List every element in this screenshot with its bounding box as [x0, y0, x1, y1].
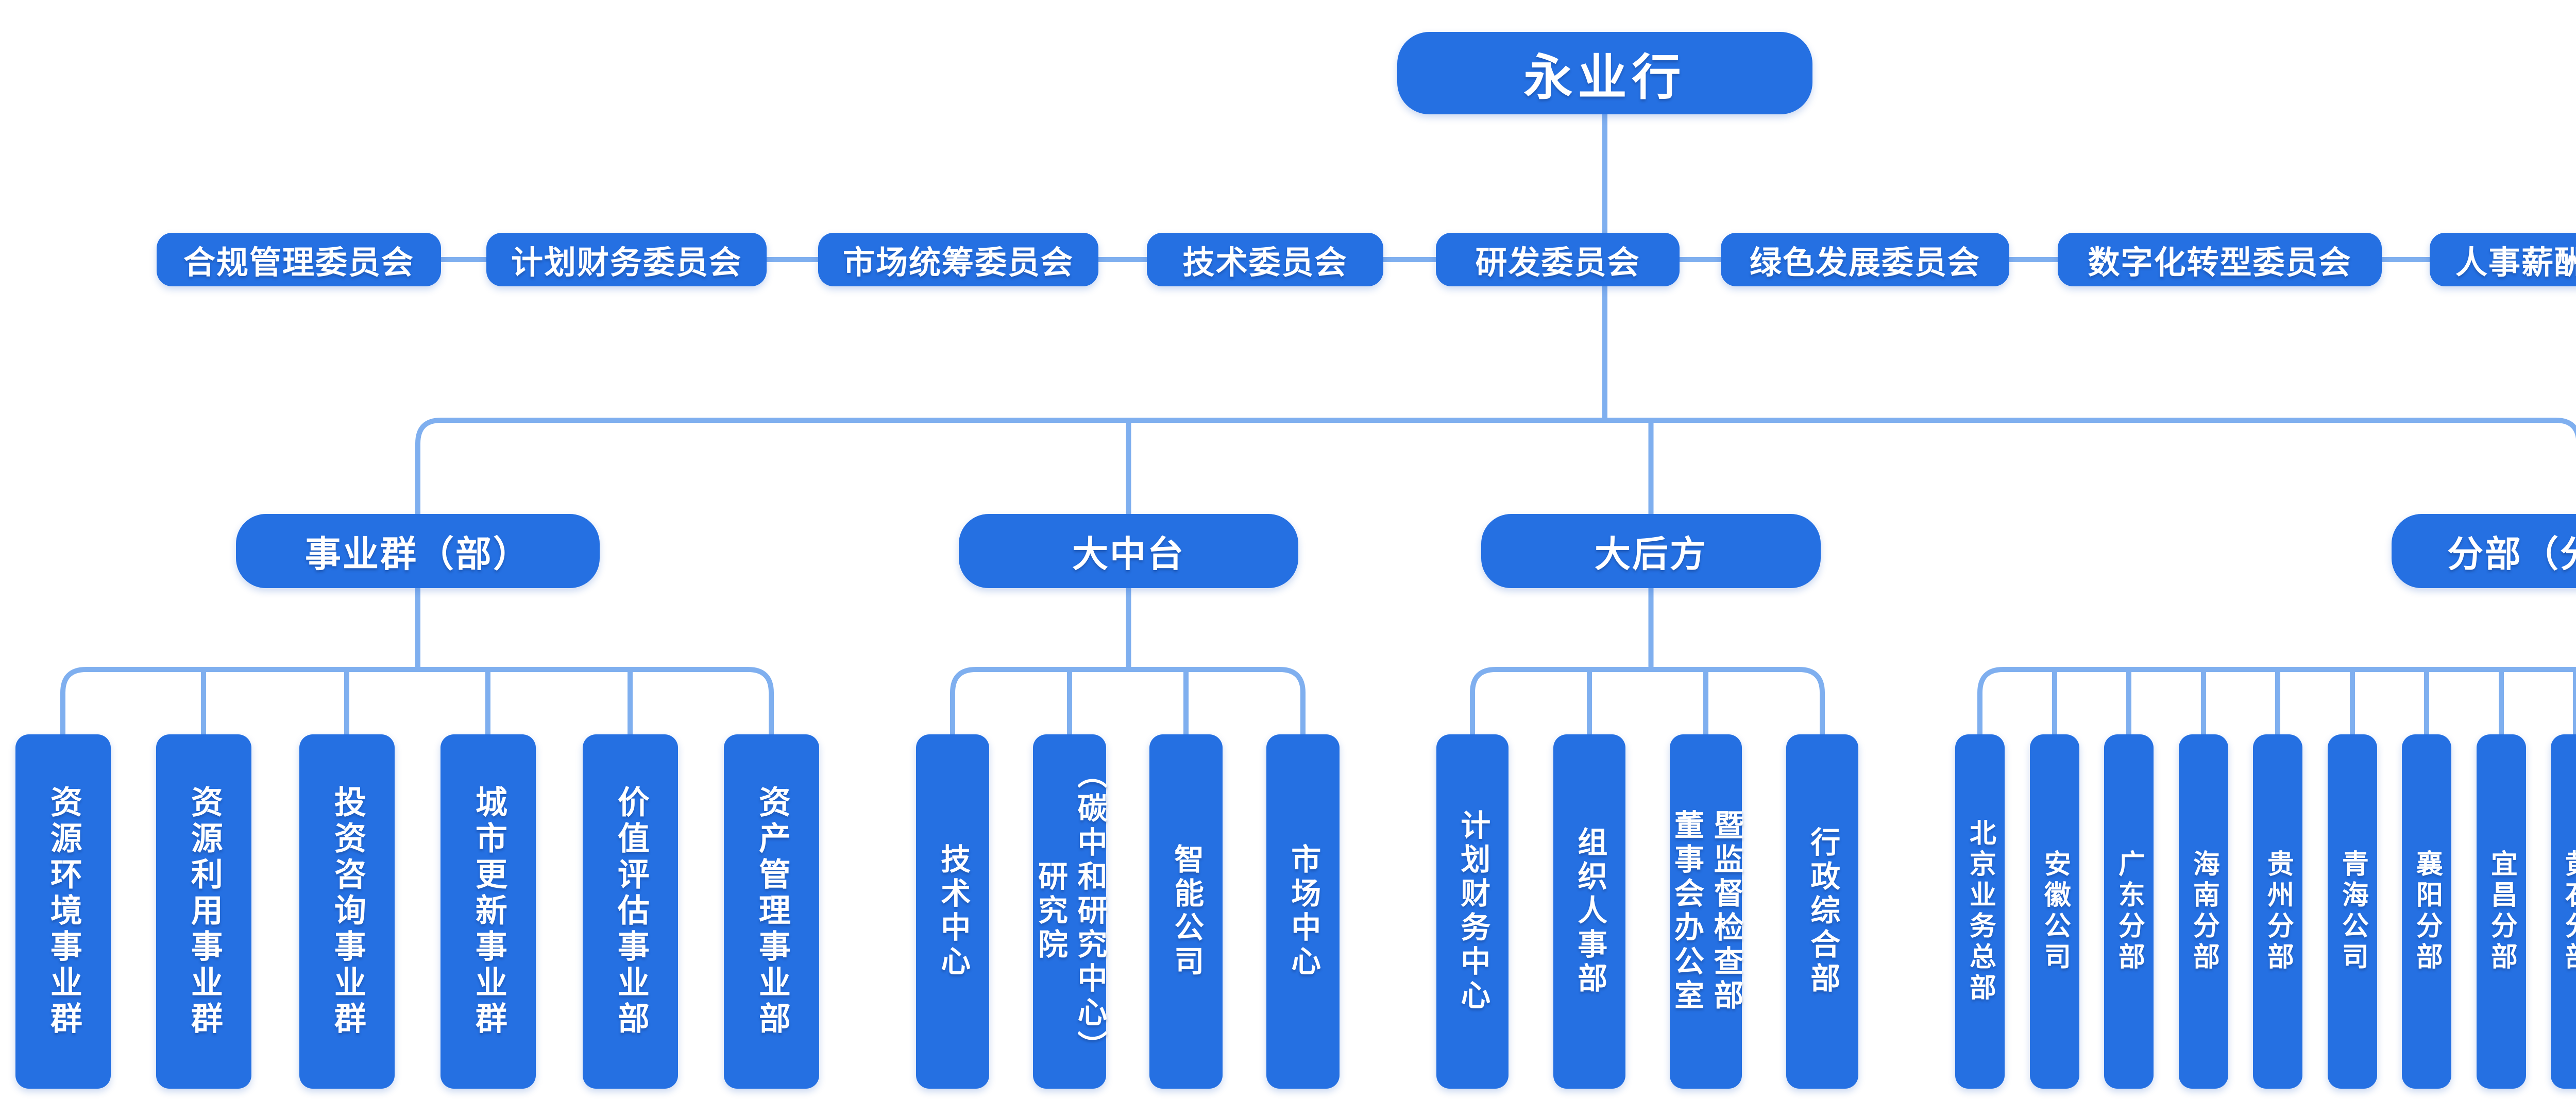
- department-node: 城市更新事业群: [440, 734, 536, 1089]
- department-node: 智能公司: [1149, 734, 1223, 1089]
- department-node: 贵州分部: [2253, 734, 2302, 1089]
- committee-node: 数字化转型委员会: [2058, 233, 2382, 286]
- department-node: 海南分部: [2179, 734, 2228, 1089]
- department-label: 城市更新事业群: [470, 785, 506, 1038]
- department-node: 研究院 （碳中和研究中心）: [1033, 734, 1107, 1089]
- department-node: 资源环境事业群: [15, 734, 111, 1089]
- department-node: 宜昌分部: [2477, 734, 2526, 1089]
- department-node: 黄石分部: [2551, 734, 2576, 1089]
- committee-node: 人事薪酬委员会: [2430, 233, 2576, 286]
- department-label: 资源利用事业群: [185, 785, 222, 1038]
- department-label: 计划财务中心: [1456, 810, 1490, 1013]
- department-label: 北京业务总部: [1965, 819, 1995, 1004]
- department-label: 智能公司: [1170, 844, 1204, 979]
- group-node: 大中台: [959, 514, 1298, 588]
- department-node: 安徽公司: [2030, 734, 2079, 1089]
- department-node: 资产管理事业部: [723, 734, 819, 1089]
- group-node: 分部（分公司）: [2392, 514, 2576, 588]
- org-root-node: 永业行: [1397, 32, 1812, 114]
- department-node: 投资咨询事业群: [299, 734, 395, 1089]
- department-label: 价值评估事业部: [612, 785, 648, 1038]
- group-node: 事业群（部）: [236, 514, 600, 588]
- committee-node: 技术委员会: [1147, 233, 1383, 286]
- department-node: 广东分部: [2104, 734, 2154, 1089]
- department-label: 宜昌分部: [2486, 850, 2517, 973]
- department-node: 计划财务中心: [1436, 734, 1509, 1089]
- department-label: 市场中心: [1286, 844, 1320, 979]
- department-node: 董事会办公室 暨监督检查部: [1670, 734, 1743, 1089]
- department-label: 广东分部: [2114, 850, 2144, 973]
- department-label: 襄阳分部: [2412, 850, 2442, 973]
- department-label: 资产管理事业部: [753, 785, 789, 1038]
- department-label: 黄石分部: [2561, 850, 2576, 973]
- department-label: 安徽公司: [2040, 850, 2070, 973]
- committee-node: 合规管理委员会: [157, 233, 441, 286]
- department-label: 行政综合部: [1806, 827, 1840, 996]
- department-label: 海南分部: [2189, 850, 2219, 973]
- department-node: 市场中心: [1266, 734, 1340, 1089]
- department-node: 行政综合部: [1786, 734, 1858, 1089]
- department-node: 组织人事部: [1553, 734, 1625, 1089]
- department-label: 投资咨询事业群: [329, 785, 365, 1038]
- committee-node: 市场统筹委员会: [818, 233, 1098, 286]
- department-node: 襄阳分部: [2402, 734, 2451, 1089]
- department-label: 贵州分部: [2263, 850, 2293, 973]
- group-node: 大后方: [1481, 514, 1821, 588]
- department-label: 研究院 （碳中和研究中心）: [1033, 759, 1107, 1064]
- department-label: 资源环境事业群: [45, 785, 81, 1038]
- department-node: 技术中心: [916, 734, 989, 1089]
- department-label: 技术中心: [936, 844, 970, 979]
- department-node: 价值评估事业部: [582, 734, 678, 1089]
- department-label: 青海公司: [2337, 850, 2368, 973]
- department-label: 组织人事部: [1573, 827, 1607, 996]
- committee-node: 绿色发展委员会: [1721, 233, 2009, 286]
- department-node: 青海公司: [2328, 734, 2377, 1089]
- committee-node: 研发委员会: [1436, 233, 1680, 286]
- department-node: 北京业务总部: [1955, 734, 2005, 1089]
- committee-node: 计划财务委员会: [486, 233, 767, 286]
- department-label: 董事会办公室 暨监督检查部: [1670, 810, 1743, 1013]
- department-node: 资源利用事业群: [156, 734, 251, 1089]
